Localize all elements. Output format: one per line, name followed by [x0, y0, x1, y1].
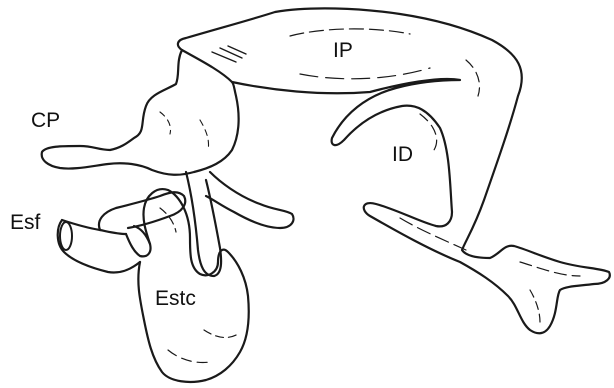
lobe-outline	[99, 192, 185, 230]
stomach-body-outline	[42, 50, 239, 175]
estc-fold-line	[160, 208, 176, 232]
estc-fold-line	[204, 330, 238, 337]
stomach-shading	[160, 112, 171, 134]
label-esf: Esf	[10, 212, 40, 233]
intestine-shading	[212, 46, 246, 62]
estc-fold-line	[168, 350, 210, 363]
esf-opening	[60, 222, 72, 250]
label-estc: Estc	[155, 288, 196, 309]
stomach-shading	[200, 120, 209, 150]
caecum-tube-outline	[206, 172, 294, 228]
intestine-fold-line	[530, 290, 540, 322]
label-cp: CP	[31, 110, 60, 131]
intestine-fold-line	[466, 60, 480, 96]
intestine-fold-line	[400, 218, 466, 250]
intestine-fold-line	[300, 68, 430, 79]
intestine-outline	[178, 8, 610, 333]
intestine-fold-line	[290, 29, 410, 36]
label-ip: IP	[333, 40, 353, 61]
label-id: ID	[392, 144, 413, 165]
